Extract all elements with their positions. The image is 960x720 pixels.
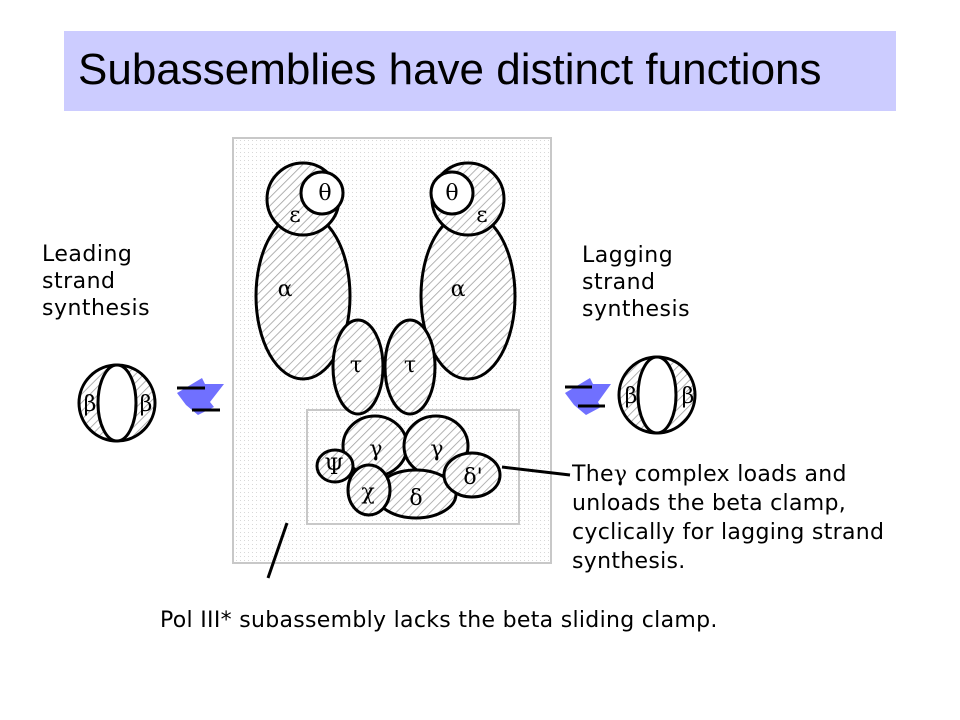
pointer-pol-iii-star (266, 522, 289, 579)
theta-subunit-left (299, 170, 345, 216)
leading-strand-label: Leading strand synthesis (42, 242, 151, 321)
delta-prime-label: δ' (463, 465, 482, 490)
delta-prime-subunit (442, 451, 502, 499)
gamma-complex-caption: Theγ complex loads and unloads the beta … (572, 460, 938, 576)
epsilon-label-left: ε (289, 203, 300, 228)
psi-label: Ψ (324, 455, 343, 480)
tau-label-left: τ (350, 353, 362, 378)
tau-label-right: τ (404, 353, 416, 378)
theta-label-left: θ (318, 181, 331, 206)
beta-label-leading-left: β (84, 392, 97, 417)
chi-subunit (346, 463, 392, 517)
equilibrium-arrow-right (565, 378, 611, 415)
delta-label: δ (409, 486, 422, 511)
tau-subunit-left (331, 318, 385, 416)
beta-label-lagging-right: β (682, 384, 695, 409)
chi-label: χ (361, 480, 374, 505)
gamma-caption-prefix: The (572, 462, 614, 487)
pointer-gamma-complex (501, 465, 571, 477)
psi-subunit (315, 448, 355, 484)
theta-subunit-right (429, 170, 475, 216)
beta-label-leading-right: β (140, 392, 153, 417)
gamma-label-right: γ (430, 437, 443, 462)
theta-label-right: θ (445, 181, 458, 206)
tau-subunit-right (383, 318, 437, 416)
gamma-caption-symbol: γ (613, 462, 628, 487)
alpha-label-right: α (451, 277, 466, 302)
beta-clamp-leading-core (96, 363, 138, 443)
alpha-label-left: α (278, 277, 293, 302)
lagging-strand-label: Lagging strand synthesis (582, 243, 691, 322)
gamma-caption-text: complex loads and unloads the beta clamp… (572, 462, 885, 574)
pol-iii-star-caption: Pol III* subassembly lacks the beta slid… (160, 608, 718, 633)
title-bar: Subassemblies have distinct functions (64, 31, 896, 111)
gamma-label-left: γ (369, 437, 382, 462)
slide-title: Subassemblies have distinct functions (78, 45, 822, 94)
beta-label-lagging-left: β (625, 384, 638, 409)
equilibrium-arrow-left (177, 378, 224, 415)
epsilon-label-right: ε (476, 203, 487, 228)
beta-clamp-lagging-core (636, 355, 678, 435)
